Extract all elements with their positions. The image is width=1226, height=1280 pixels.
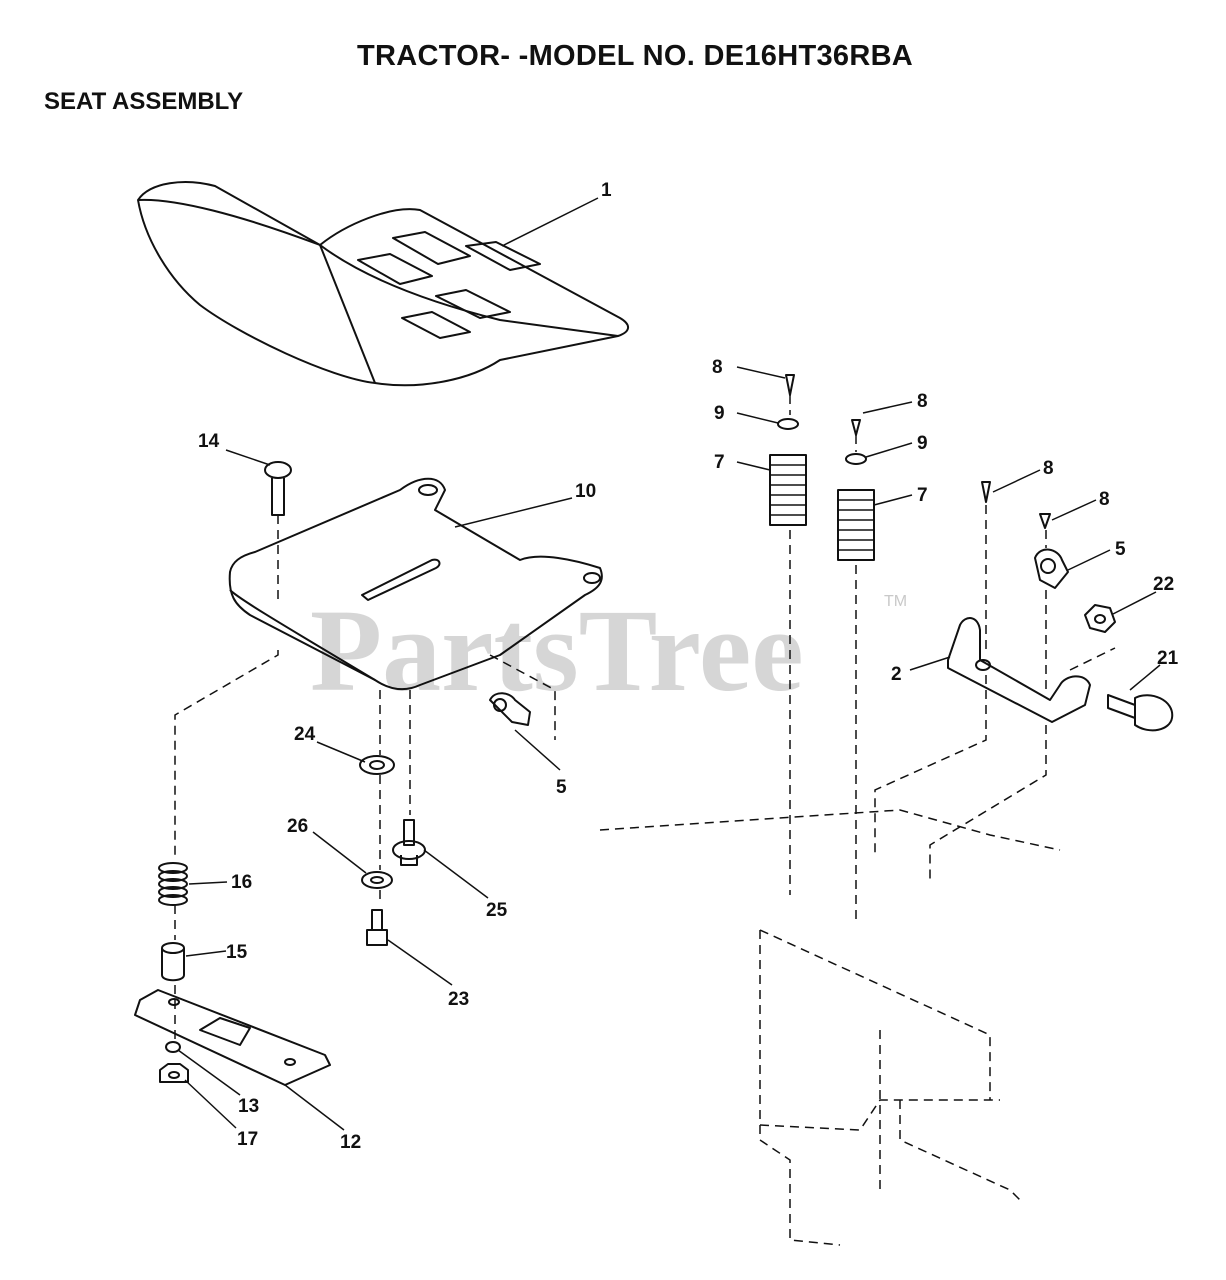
washer-hole-24 bbox=[369, 760, 385, 770]
section-title: SEAT ASSEMBLY bbox=[44, 88, 244, 115]
hex-bolt-part[interactable] bbox=[366, 909, 388, 946]
hex-nut-part[interactable] bbox=[1084, 604, 1116, 633]
callout-26[interactable]: 26 bbox=[287, 816, 308, 837]
callout-13[interactable]: 13 bbox=[238, 1096, 259, 1117]
spring-part-left[interactable] bbox=[158, 862, 188, 906]
adjustment-knob-part[interactable] bbox=[1107, 694, 1174, 732]
callout-24[interactable]: 24 bbox=[294, 724, 316, 745]
leader-lines bbox=[177, 197, 1161, 1131]
lock-nut-part[interactable] bbox=[159, 1063, 189, 1083]
callout-9-a[interactable]: 9 bbox=[714, 403, 725, 424]
spring-part-7a[interactable] bbox=[769, 454, 807, 526]
carriage-bolt-part[interactable] bbox=[264, 461, 292, 516]
callout-labels: 1 14 10 8 9 7 8 9 7 8 8 5 22 2 21 5 24 2… bbox=[198, 180, 1179, 1153]
callout-5-a[interactable]: 5 bbox=[1115, 539, 1126, 560]
callout-15[interactable]: 15 bbox=[226, 942, 248, 963]
callout-21[interactable]: 21 bbox=[1157, 648, 1179, 669]
watermark-text: PartsTree bbox=[310, 585, 804, 716]
washer-part-9b[interactable] bbox=[845, 453, 867, 465]
clevis-pin-part-c[interactable] bbox=[981, 481, 991, 503]
washer-part-24[interactable] bbox=[359, 755, 395, 775]
shoulder-bolt-part[interactable] bbox=[392, 819, 426, 866]
callout-14[interactable]: 14 bbox=[198, 431, 220, 452]
frame-context bbox=[599, 809, 1061, 1246]
seat-pan-part[interactable] bbox=[228, 477, 603, 691]
washer-hole-26 bbox=[370, 876, 384, 884]
callout-17[interactable]: 17 bbox=[237, 1129, 258, 1150]
clevis-pin-part-b[interactable] bbox=[851, 419, 861, 436]
callout-22[interactable]: 22 bbox=[1153, 574, 1174, 595]
page-title: TRACTOR- -MODEL NO. DE16HT36RBA bbox=[357, 40, 914, 72]
callout-7-a[interactable]: 7 bbox=[714, 452, 725, 473]
clevis-pin-part-d[interactable] bbox=[1039, 513, 1051, 529]
seat-part[interactable] bbox=[137, 181, 629, 387]
washer-part-9a[interactable] bbox=[777, 418, 799, 430]
callout-16[interactable]: 16 bbox=[231, 872, 252, 893]
latch-part-right[interactable] bbox=[1034, 548, 1069, 589]
callout-7-b[interactable]: 7 bbox=[917, 485, 928, 506]
watermark-trademark: TM bbox=[884, 593, 907, 610]
callout-8-a[interactable]: 8 bbox=[712, 357, 723, 378]
callout-5-b[interactable]: 5 bbox=[556, 777, 567, 798]
washer-part-26[interactable] bbox=[361, 871, 393, 889]
assembly-lines bbox=[174, 395, 1116, 1040]
latch-part-left[interactable] bbox=[489, 692, 531, 726]
callout-12[interactable]: 12 bbox=[340, 1132, 361, 1153]
bushing-part[interactable] bbox=[161, 942, 185, 982]
clevis-pin-part-a[interactable] bbox=[785, 374, 795, 396]
callout-10[interactable]: 10 bbox=[575, 481, 596, 502]
callout-8-c[interactable]: 8 bbox=[1043, 458, 1054, 479]
callout-23[interactable]: 23 bbox=[448, 989, 469, 1010]
spring-part-7b[interactable] bbox=[837, 489, 875, 561]
callout-9-b[interactable]: 9 bbox=[917, 433, 928, 454]
pivot-bracket-part[interactable] bbox=[134, 989, 331, 1086]
seat-bracket-part[interactable] bbox=[947, 617, 1091, 723]
callout-2[interactable]: 2 bbox=[891, 664, 902, 685]
callout-25[interactable]: 25 bbox=[486, 900, 508, 921]
callout-8-b[interactable]: 8 bbox=[917, 391, 928, 412]
callout-1[interactable]: 1 bbox=[601, 180, 612, 201]
spacer-part[interactable] bbox=[165, 1041, 181, 1053]
callout-8-d[interactable]: 8 bbox=[1099, 489, 1110, 510]
